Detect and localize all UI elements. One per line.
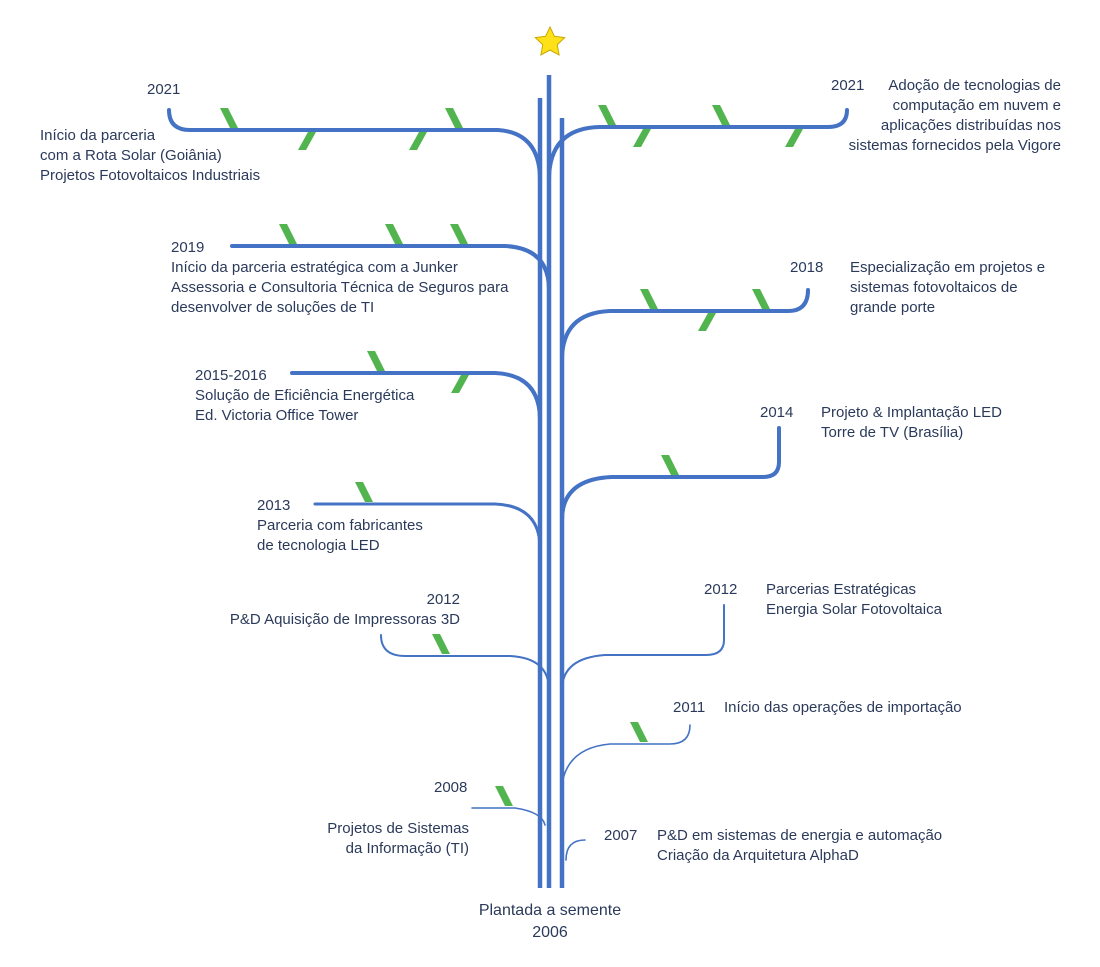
- milestone-line: P&D em sistemas de energia e automação: [657, 827, 943, 844]
- milestone-line: Solução de Eficiência Energética: [195, 387, 415, 404]
- branch-2018: [560, 288, 810, 362]
- milestone-2012-right: 2012: [704, 580, 737, 600]
- milestone-line: com a Rota Solar (Goiânia): [40, 147, 222, 164]
- milestone-line: Início das operações de importação: [724, 699, 962, 716]
- branch-2019: [230, 244, 551, 292]
- milestone-line: Projetos Fotovoltaicos Industriais: [40, 167, 261, 184]
- milestone-2019: 2019 Início da parceria estratégica com …: [171, 238, 508, 318]
- leaf-icon: [451, 375, 469, 393]
- milestone-year: 2008: [434, 779, 468, 796]
- milestone-line: grande porte: [850, 299, 936, 316]
- milestone-line: Projetos de Sistemas: [327, 820, 469, 837]
- milestone-2013: 2013 Parceria com fabricantes de tecnolo…: [257, 496, 423, 556]
- milestone-line: Parceria com fabricantes: [257, 517, 423, 534]
- leaf-icon: [785, 129, 803, 147]
- milestone-line: desenvolver de soluções de TI: [171, 299, 375, 316]
- leaf-icon: [355, 482, 373, 502]
- branch-2021-right: [547, 108, 849, 182]
- milestone-2021-right: 2021: [831, 76, 864, 96]
- leaf-icon: [220, 108, 238, 128]
- milestone-2021-left-text: Início da parceria com a Rota Solar (Goi…: [40, 126, 260, 186]
- milestone-year: 2014: [760, 404, 794, 421]
- milestone-line: Torre de TV (Brasília): [821, 424, 964, 441]
- milestone-year: 2012: [426, 591, 460, 608]
- milestone-year: 2015-2016: [195, 367, 267, 384]
- milestone-line: Criação da Arquitetura AlphaD: [657, 847, 859, 864]
- milestone-2012-right-text: Parcerias Estratégicas Energia Solar Fot…: [766, 580, 942, 620]
- leaf-icon: [432, 634, 450, 654]
- milestone-line: Projeto & Implantação LED: [821, 404, 1002, 421]
- leaf-icon: [598, 105, 616, 125]
- milestone-line: Início da parceria estratégica com a Jun…: [171, 259, 458, 276]
- milestone-2011: 2011: [673, 698, 705, 718]
- milestone-year: 2021: [147, 81, 181, 98]
- milestone-line: Adoção de tecnologias de: [888, 77, 1061, 94]
- leaf-icon: [445, 108, 463, 128]
- branch-2012-right: [561, 604, 725, 691]
- branch-2015: [290, 371, 542, 422]
- milestone-2014: 2014: [760, 403, 793, 423]
- leaf-icon: [698, 313, 716, 331]
- leaf-icon: [640, 289, 658, 309]
- milestone-year: 2021: [831, 77, 865, 94]
- branch-2021-left: [167, 108, 542, 182]
- milestone-2007: 2007: [604, 826, 637, 846]
- leaf-icon: [450, 224, 468, 244]
- branch-2013: [313, 502, 542, 550]
- milestone-2021-right-text: Adoção de tecnologias de computação em n…: [849, 76, 1061, 156]
- leaf-icon: [385, 224, 403, 244]
- leaf-icon: [367, 351, 385, 371]
- branch-2007: [565, 839, 586, 861]
- leaf-icon: [630, 722, 648, 742]
- milestone-2014-text: Projeto & Implantação LED Torre de TV (B…: [821, 403, 1002, 443]
- milestone-line: da Informação (TI): [345, 840, 469, 857]
- branch-2011: [561, 724, 691, 786]
- trunk: [537, 75, 565, 888]
- milestone-2008: 2008: [434, 778, 467, 798]
- milestone-line: aplicações distribuídas nos: [880, 117, 1061, 134]
- milestone-2008-text: Projetos de Sistemas da Informação (TI): [327, 819, 469, 859]
- milestone-2012-left: 2012 P&D Aquisição de Impressoras 3D: [230, 590, 460, 630]
- milestone-2011-text: Início das operações de importação: [724, 698, 962, 718]
- branch-2012-left: [380, 634, 550, 691]
- milestone-line: Início da parceria: [40, 127, 156, 144]
- milestone-year: 2012: [704, 581, 738, 598]
- seed-label: Plantada a semente 2006: [450, 900, 650, 944]
- milestone-year: 2011: [673, 699, 706, 716]
- milestone-line: sistemas fotovoltaicos de: [850, 279, 1018, 296]
- milestone-2018: 2018: [790, 258, 823, 278]
- branch-2014: [560, 426, 781, 522]
- milestone-line: sistemas fornecidos pela Vigore: [848, 137, 1061, 154]
- leaf-icon: [712, 105, 730, 125]
- leaf-icon: [633, 129, 651, 147]
- milestone-2007-text: P&D em sistemas de energia e automação C…: [657, 826, 942, 866]
- leaf-icon: [661, 455, 679, 475]
- leaves: [220, 105, 803, 806]
- milestone-year: 2007: [604, 827, 638, 844]
- leaf-icon: [298, 132, 316, 150]
- leaf-icon: [495, 786, 513, 806]
- leaf-icon: [279, 224, 297, 244]
- milestone-line: Ed. Victoria Office Tower: [195, 407, 359, 424]
- milestone-year: 2019: [171, 239, 205, 256]
- milestone-line: P&D Aquisição de Impressoras 3D: [229, 611, 460, 628]
- seed-text: Plantada a semente: [478, 902, 622, 919]
- milestone-year: 2018: [790, 259, 824, 276]
- branch-2008: [471, 807, 546, 826]
- leaf-icon: [409, 132, 427, 150]
- milestone-year: 2013: [257, 497, 291, 514]
- milestone-line: computação em nuvem e: [892, 97, 1061, 114]
- leaf-icon: [752, 289, 770, 309]
- milestone-line: Energia Solar Fotovoltaica: [766, 601, 942, 618]
- milestone-line: Assessoria e Consultoria Técnica de Segu…: [171, 279, 509, 296]
- seed-year: 2006: [532, 924, 568, 941]
- milestone-line: Especialização em projetos e: [850, 259, 1046, 276]
- milestone-2018-text: Especialização em projetos e sistemas fo…: [850, 258, 1045, 318]
- star-icon: [534, 25, 566, 56]
- milestone-2021-left: 2021: [147, 80, 180, 100]
- milestone-line: Parcerias Estratégicas: [766, 581, 917, 598]
- milestone-2015-2016: 2015-2016 Solução de Eficiência Energéti…: [195, 366, 414, 426]
- milestone-line: de tecnologia LED: [257, 537, 380, 554]
